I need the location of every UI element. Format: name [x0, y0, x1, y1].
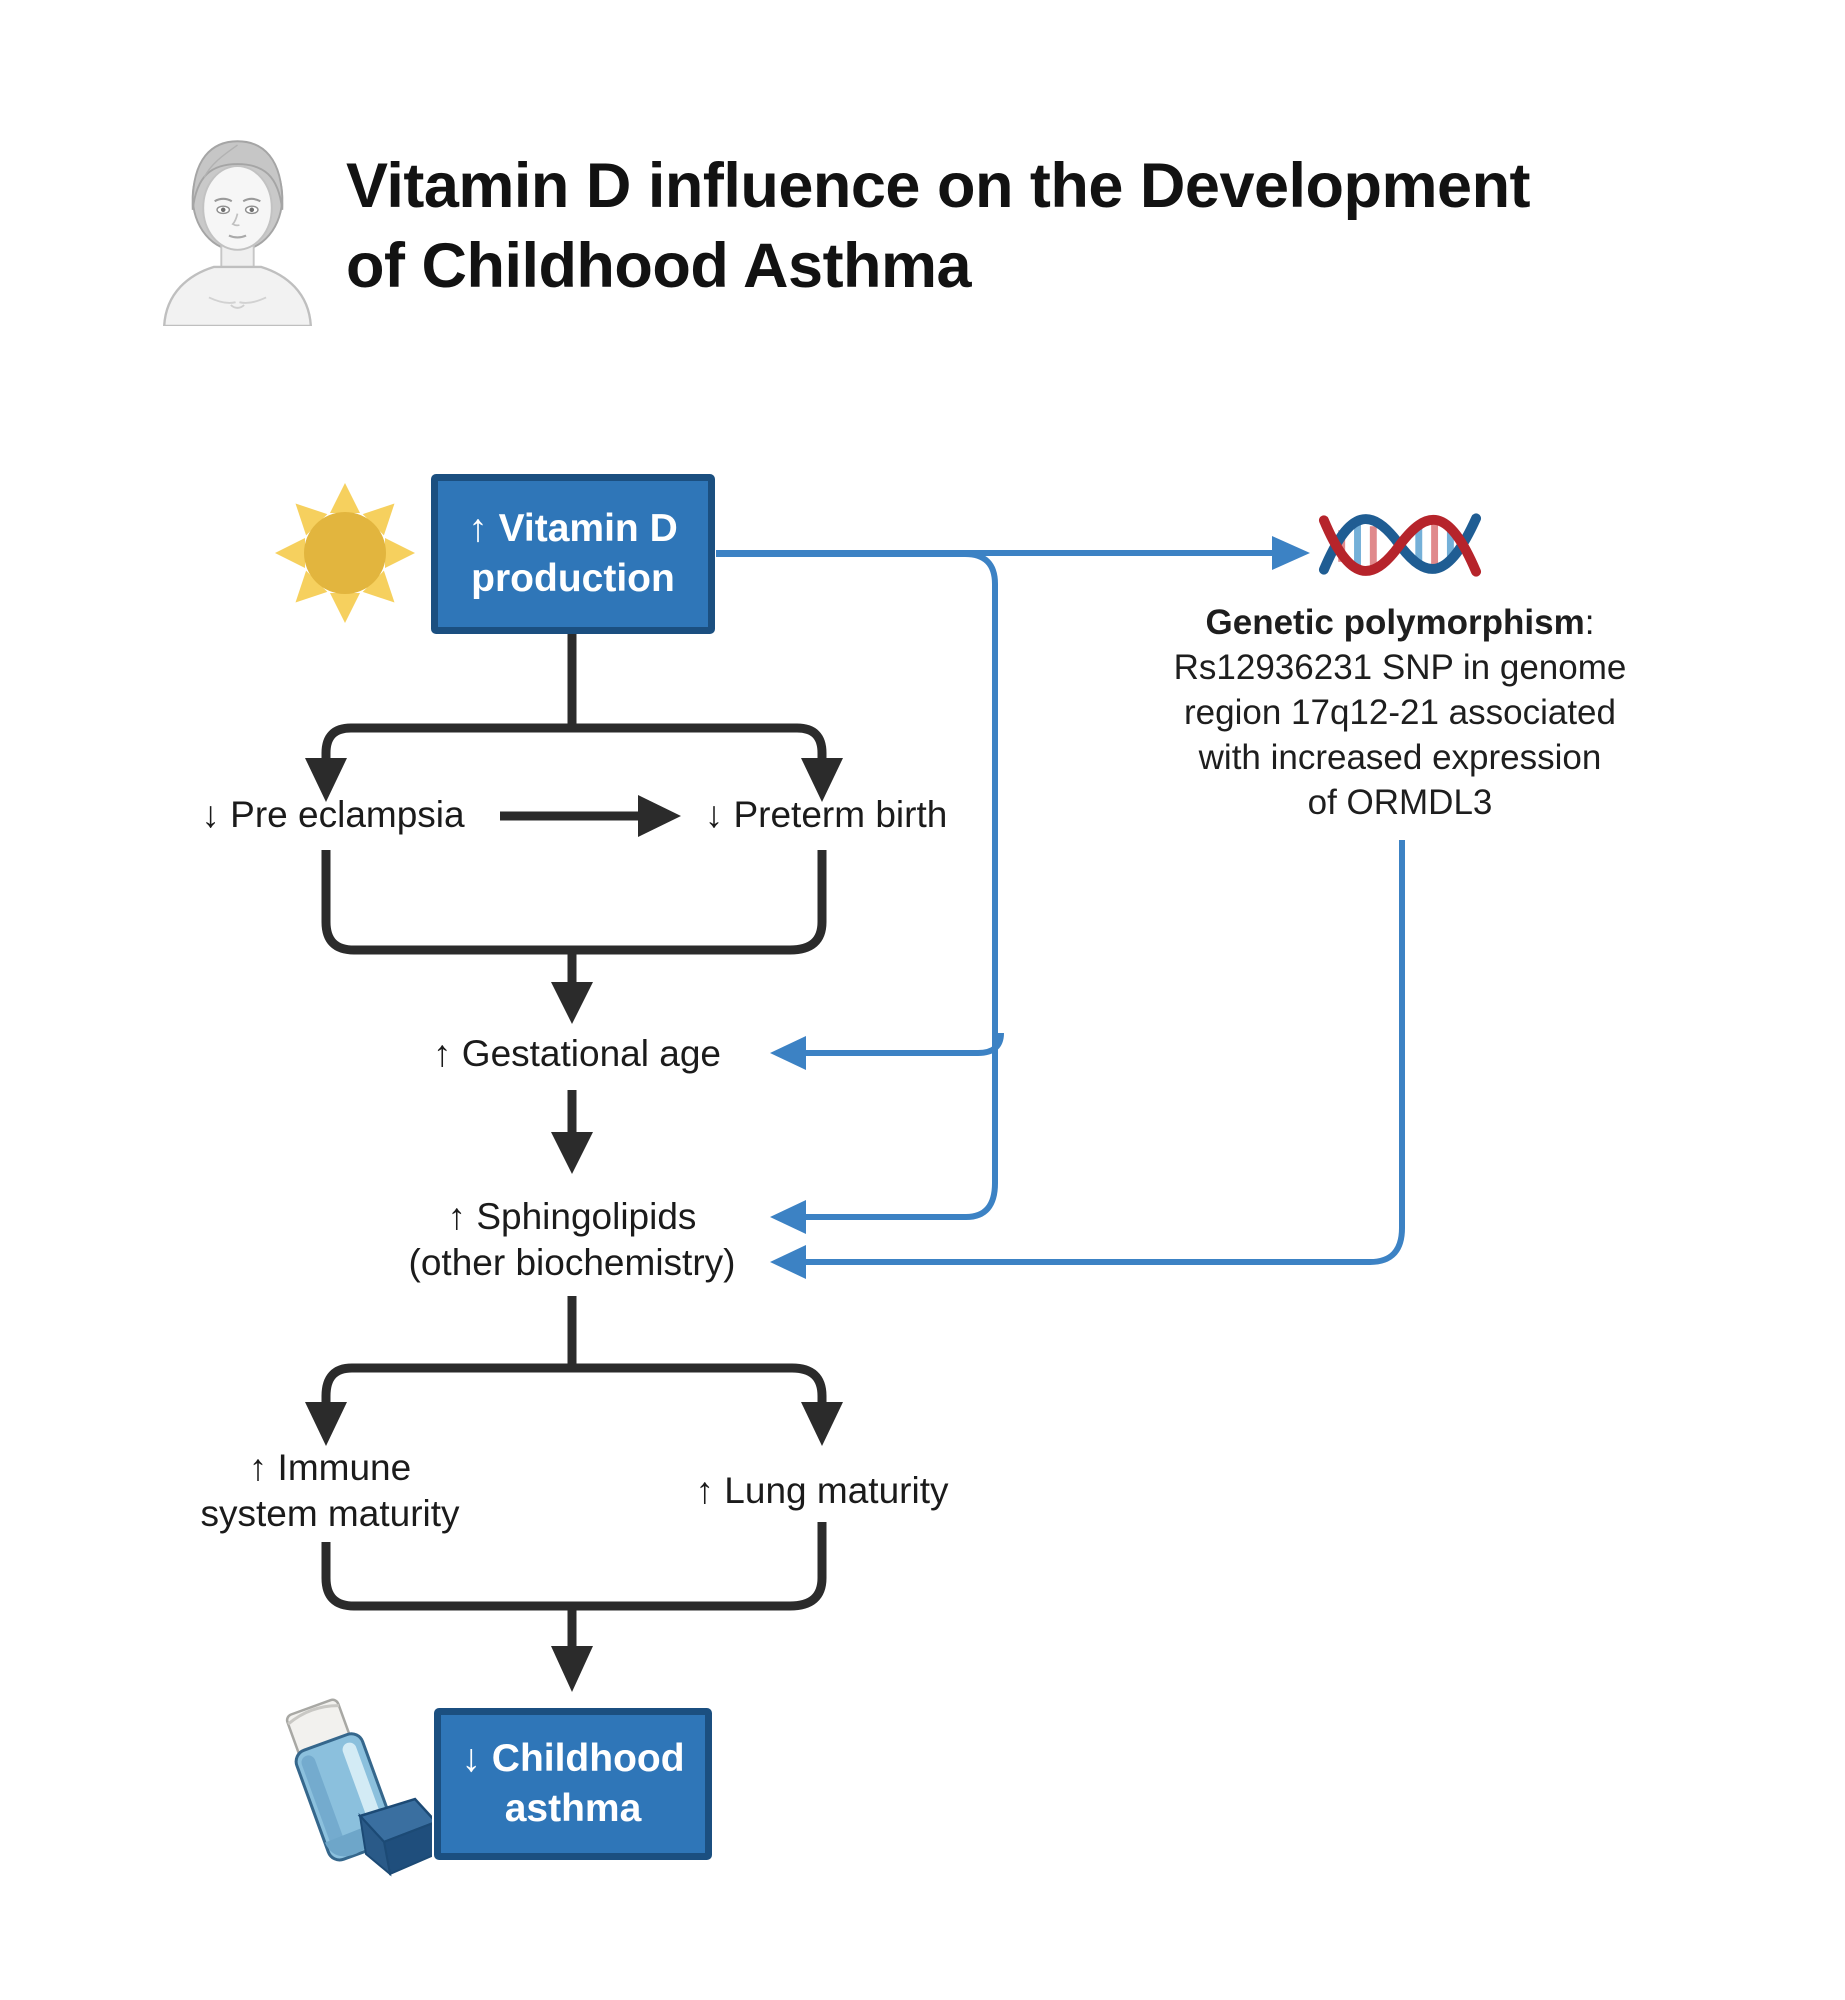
arrowhead-to-lung [801, 1402, 843, 1446]
arrowhead-to-sphingolipids [551, 1132, 593, 1174]
page-title-line1: Vitamin D influence on the Development [346, 151, 1531, 221]
node-preterm-birth: ↓ Preterm birth [704, 794, 948, 835]
sun-icon [265, 473, 425, 633]
genetic-note-line4: of ORMDL3 [1307, 783, 1493, 822]
node-gestational-age: ↑ Gestational age [433, 1033, 721, 1074]
arrowhead-to-dna [1272, 536, 1310, 570]
node-childhood-asthma: ↓ Childhood asthma [434, 1708, 712, 1860]
vitamin-d-label-line2: production [471, 557, 675, 600]
arrowhead-to-preterm [801, 758, 843, 802]
arrowhead-to-preeclampsia [305, 758, 347, 802]
arrowhead-to-immune [305, 1402, 347, 1446]
arrowhead-blue-biochemistry [770, 1245, 806, 1279]
node-lung-maturity: ↑ Lung maturity [695, 1470, 949, 1511]
asthma-label-line1: ↓ Childhood [461, 1737, 685, 1780]
sphingolipids-line2: (other biochemistry) [408, 1242, 736, 1283]
node-sphingolipids: ↑ Sphingolipids (other biochemistry) [409, 1194, 736, 1286]
connector-split-bottom [321, 1363, 827, 1406]
genetic-note-line1: Rs12936231 SNP in genome [1173, 648, 1627, 687]
page-title: Vitamin D influence on the Development o… [346, 146, 1531, 306]
connector-branch-gestational [806, 1032, 1004, 1056]
connector-vitd-down [716, 551, 998, 1220]
immune-line1: ↑ Immune [248, 1447, 412, 1488]
dna-icon [1316, 500, 1484, 592]
connector-ormdl3-down [806, 840, 1405, 1265]
node-pre-eclampsia: ↓ Pre eclampsia [201, 794, 465, 835]
page-title-line2: of Childhood Asthma [346, 231, 972, 301]
connector-merge-top [321, 850, 827, 955]
genetic-polymorphism-note: Genetic polymorphism: Rs12936231 SNP in … [1130, 600, 1670, 825]
asthma-label-line2: asthma [504, 1787, 642, 1830]
connector-split-top [321, 723, 827, 762]
genetic-note-line3: with increased expression [1198, 738, 1602, 777]
vitamin-d-label-line1: ↑ Vitamin D [468, 507, 678, 550]
genetic-note-line2: region 17q12-21 associated [1184, 693, 1616, 732]
arrowhead-blue-gestational [770, 1036, 806, 1070]
woman-avatar-icon [155, 126, 320, 328]
arrowhead-preterm-row [638, 795, 681, 837]
arrowhead-to-gestational [551, 982, 593, 1024]
node-vitamin-d-production: ↑ Vitamin D production [431, 474, 715, 634]
inhaler-icon [252, 1696, 439, 1886]
arrowhead-to-asthma [551, 1646, 593, 1692]
sphingolipids-line1: ↑ Sphingolipids [447, 1196, 697, 1237]
genetic-note-heading: Genetic polymorphism: [1205, 603, 1595, 642]
arrowhead-blue-sphingolipids [770, 1200, 806, 1234]
immune-line2: system maturity [200, 1493, 460, 1534]
node-immune-system-maturity: ↑ Immune system maturity [200, 1445, 459, 1537]
